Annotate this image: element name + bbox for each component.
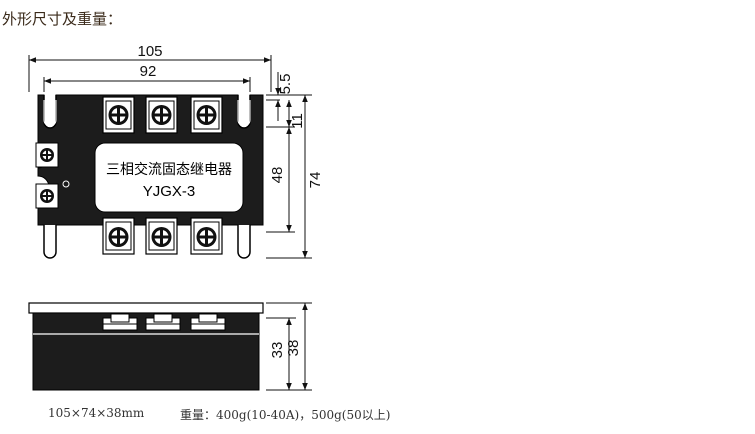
side-view (28, 302, 264, 391)
dim-offset-top: 5.5 (277, 74, 294, 95)
label-line1: 三相交流固态继电器 (106, 161, 232, 178)
dim-height-body: 33 (269, 342, 286, 359)
dim-height-total-side: 38 (285, 340, 302, 357)
side-terminal-1 (102, 313, 138, 331)
dim-slot-height: 11 (289, 113, 306, 129)
terminal-bottom-1 (102, 217, 135, 255)
heading: 外形尺寸及重量： (2, 10, 123, 28)
terminal-bottom-3 (190, 217, 223, 255)
label-plate (94, 142, 244, 213)
terminal-top-2 (145, 96, 178, 134)
label-model: YJGX-3 (143, 183, 196, 200)
dim-height-total: 74 (307, 172, 324, 189)
footer-size: 105×74×38mm (48, 406, 145, 420)
terminal-top-1 (102, 96, 135, 134)
control-terminal-2 (35, 183, 59, 209)
side-terminal-2 (145, 313, 181, 331)
side-base-plate (28, 302, 264, 314)
dim-width-total: 105 (137, 43, 162, 60)
polarity-mark (62, 180, 70, 188)
dim-hole-pitch: 48 (269, 167, 286, 184)
footer-weight: 重量：400g(10-40A)，500g(50以上) (180, 408, 391, 422)
terminal-top-3 (190, 96, 223, 134)
side-terminal-3 (190, 313, 226, 331)
top-dimensions (28, 55, 312, 259)
control-terminal-1 (35, 142, 59, 168)
side-dimensions (266, 302, 312, 391)
terminal-bottom-2 (145, 217, 178, 255)
dim-width-holes: 92 (140, 63, 157, 80)
top-view: 三相交流固态继电器 YJGX-3 (35, 94, 264, 259)
